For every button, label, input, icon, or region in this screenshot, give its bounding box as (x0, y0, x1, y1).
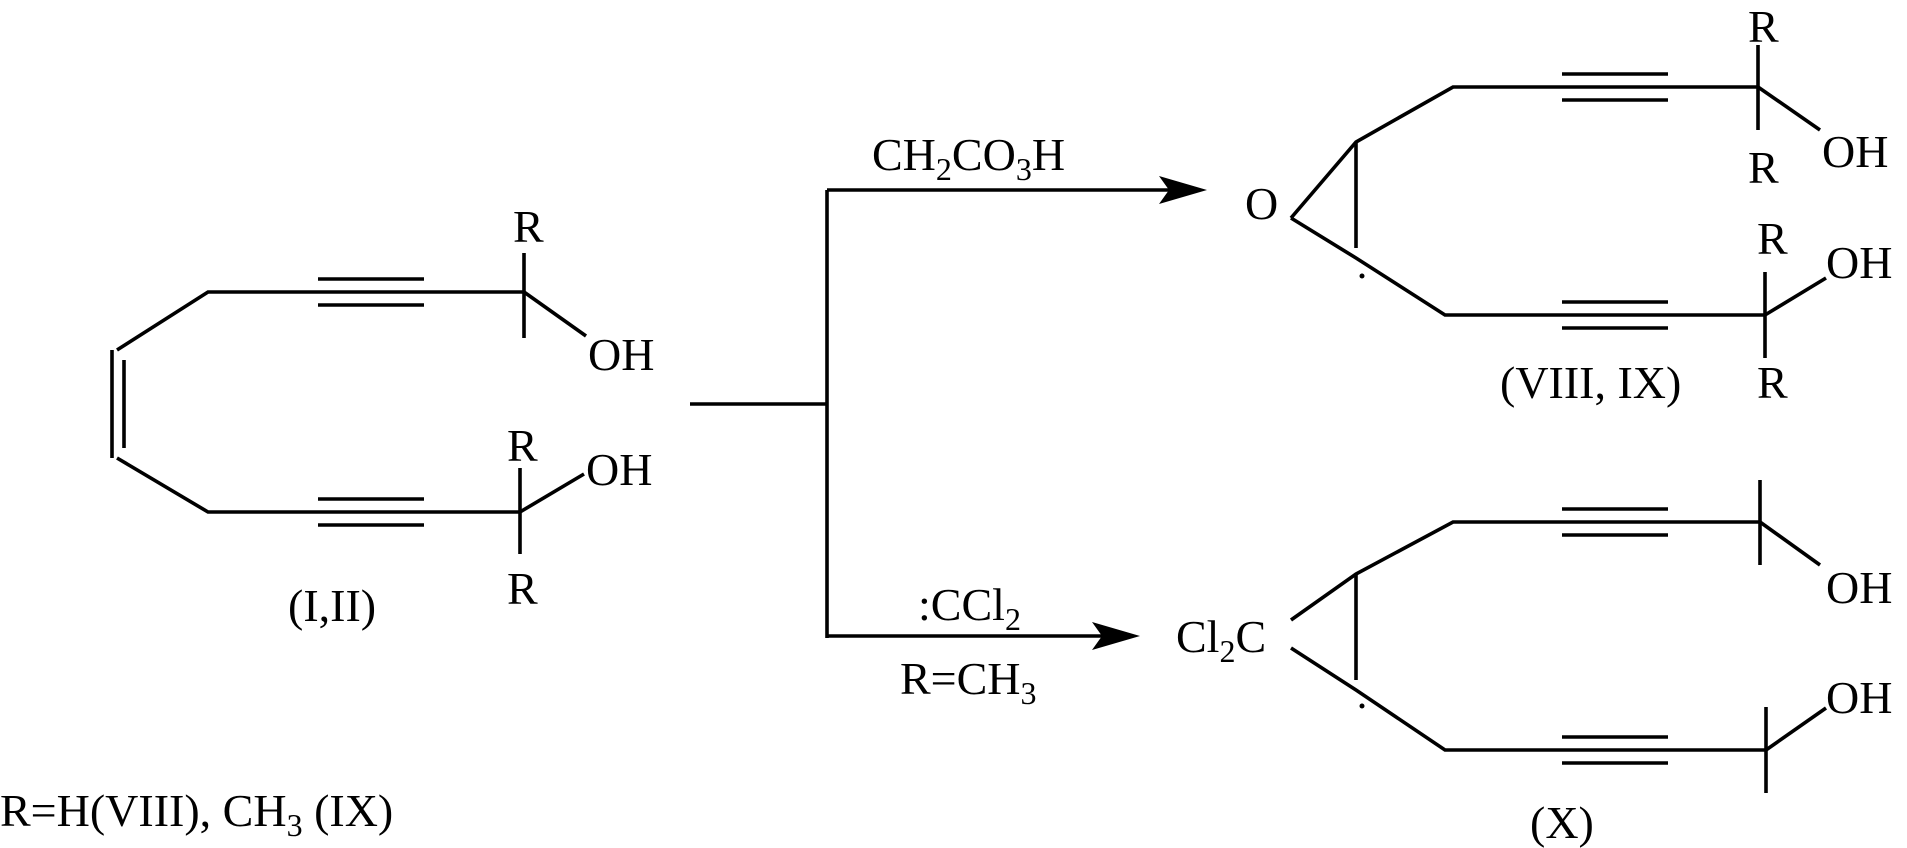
ep-top-substituent-upper: R (1748, 1, 1779, 52)
cp-bottom-chain-left (1290, 646, 1562, 752)
epoxide-product: O R R OH R OH R (VIII, IX) (1245, 1, 1892, 408)
cyclopropane-product: Cl2C OH OH (X) (1176, 480, 1892, 848)
sm-bottom-chain-left (116, 456, 318, 514)
upper-reagent: CH2CO3H (872, 129, 1065, 187)
sm-top-oh-bond (522, 290, 588, 338)
cp-top-chain-left (1289, 520, 1562, 622)
cp-compound-label: (X) (1530, 797, 1594, 848)
ep-top-substituent-lower: R (1748, 142, 1779, 193)
sm-bottom-oh-bond (519, 472, 585, 514)
upper-arrow-head (1159, 176, 1207, 204)
ep-bottom-substituent-lower: R (1757, 357, 1788, 408)
reaction-arrows: CH2CO3H :CCl2 R=CH3 (690, 129, 1207, 711)
lower-reagent: :CCl2 (918, 579, 1021, 637)
ep-top-oh-bond (1756, 85, 1822, 132)
sm-bottom-substituent-upper: R (507, 420, 538, 471)
sm-top-chain-left (116, 290, 318, 352)
ep-ring-oxygen: O (1245, 178, 1278, 229)
sm-top-hydroxyl: OH (588, 329, 654, 380)
ep-bottom-hydroxyl: OH (1826, 237, 1892, 288)
cp-top-oh-bond (1758, 520, 1822, 567)
sm-top-substituent: R (513, 201, 544, 252)
lower-arrow-head (1092, 622, 1140, 650)
ep-bottom-oh-bond (1764, 276, 1827, 317)
lower-condition: R=CH3 (900, 653, 1037, 711)
ep-top-hydroxyl: OH (1822, 126, 1888, 177)
cp-bottom-oh-bond (1764, 706, 1828, 752)
cp-top-hydroxyl: OH (1826, 562, 1892, 613)
sm-compound-label: (I,II) (288, 580, 376, 631)
ep-compound-label: (VIII, IX) (1500, 357, 1681, 408)
starting-material: R OH R OH R (I,II) (110, 201, 654, 631)
ep-top-chain-left (1289, 85, 1562, 220)
cp-bottom-hydroxyl: OH (1826, 672, 1892, 723)
substituent-footnote: R=H(VIII), CH3 (IX) (0, 785, 393, 843)
ep-bottom-chain-left (1290, 216, 1562, 317)
ep-stereo-dot (1359, 273, 1365, 279)
ep-bottom-substituent-upper: R (1757, 213, 1788, 264)
cp-stereo-dot (1359, 703, 1365, 709)
sm-bottom-hydroxyl: OH (586, 444, 652, 495)
sm-bottom-substituent-lower: R (507, 563, 538, 614)
cp-ring-group: Cl2C (1176, 611, 1266, 669)
